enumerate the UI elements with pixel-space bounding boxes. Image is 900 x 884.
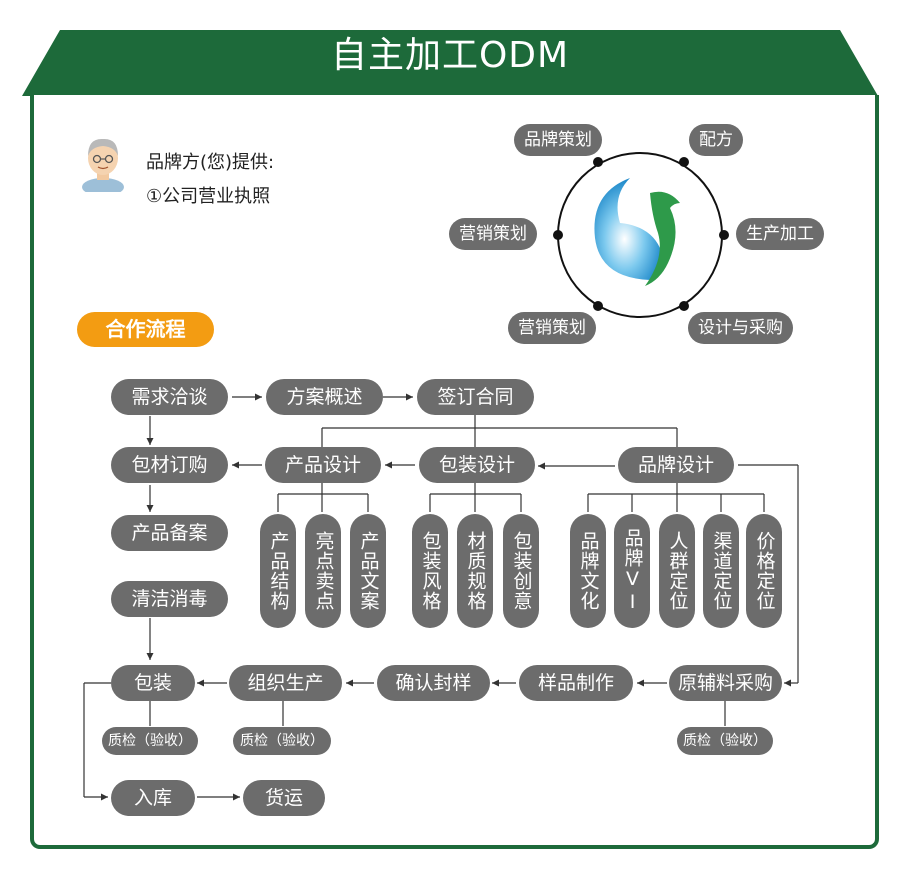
- flow-step-proposal: 方案概述: [266, 379, 383, 415]
- qc-badge: 质检（验收）: [677, 727, 773, 755]
- ring-label-right: 生产加工: [736, 218, 824, 250]
- brand-design-item: 品牌VI: [614, 514, 650, 628]
- qc-badge: 质检（验收）: [102, 727, 198, 755]
- flow-step-negotiation: 需求洽谈: [111, 379, 228, 415]
- ring-label-top-right: 配方: [689, 124, 743, 156]
- ring-label-bottom-left: 营销策划: [508, 312, 596, 344]
- flow-step-sample-making: 样品制作: [519, 665, 633, 701]
- brand-design-item: 价格定位: [746, 514, 782, 628]
- package-design-item: 材质规格: [457, 514, 493, 628]
- brand-design-item: 品牌文化: [570, 514, 606, 628]
- flow-step-packing: 包装: [111, 665, 195, 701]
- title-banner: [22, 30, 878, 96]
- flow-step-product-design: 产品设计: [265, 447, 381, 483]
- flow-step-package-design: 包装设计: [419, 447, 535, 483]
- flow-step-product-filing: 产品备案: [111, 515, 228, 551]
- brand-design-item: 渠道定位: [703, 514, 739, 628]
- qc-badge: 质检（验收）: [233, 727, 331, 755]
- provider-heading: 品牌方(您)提供:: [146, 152, 275, 173]
- ring-label-left: 营销策划: [449, 218, 537, 250]
- brand-design-item: 人群定位: [659, 514, 695, 628]
- product-design-item: 产品文案: [350, 514, 386, 628]
- product-design-item: 产品结构: [260, 514, 296, 628]
- flow-step-shipping: 货运: [243, 780, 325, 816]
- brand-ring: [553, 152, 729, 318]
- ring-label-bottom-right: 设计与采购: [688, 312, 793, 344]
- package-design-item: 包装风格: [412, 514, 448, 628]
- flow-step-contract: 签订合同: [417, 379, 534, 415]
- flow-step-brand-design: 品牌设计: [618, 447, 734, 483]
- flow-step-sample-confirm: 确认封样: [377, 665, 490, 701]
- flow-step-production: 组织生产: [229, 665, 342, 701]
- flow-step-cleaning: 清洁消毒: [111, 581, 228, 617]
- avatar-icon: [82, 138, 124, 192]
- flow-step-packaging-order: 包材订购: [111, 447, 228, 483]
- flow-step-raw-material: 原辅料采购: [669, 665, 782, 701]
- provider-item: ①公司营业执照: [146, 186, 271, 207]
- package-design-item: 包装创意: [503, 514, 539, 628]
- section-label: 合作流程: [77, 312, 214, 347]
- page-title: 自主加工ODM: [330, 35, 570, 76]
- flow-step-warehouse: 入库: [111, 780, 195, 816]
- product-design-item: 亮点卖点: [305, 514, 341, 628]
- ring-label-top-left: 品牌策划: [514, 124, 602, 156]
